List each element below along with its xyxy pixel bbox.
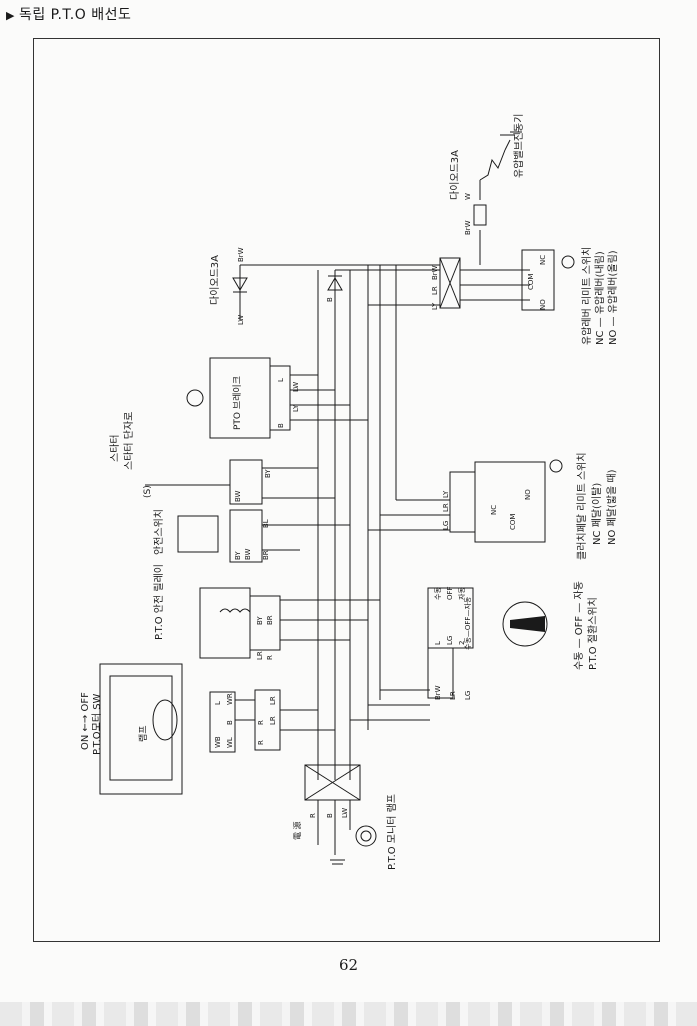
mode-pin-lr: LR xyxy=(449,691,457,700)
diode-left: 다이오드3A LW BrW xyxy=(209,247,248,325)
starter-terminal: 스타터 단자로 xyxy=(123,412,135,470)
triangle-marker-icon: ▶ xyxy=(6,9,15,22)
aux-pin-lr2: LR xyxy=(269,716,277,725)
starter-pin-by: BY xyxy=(264,469,272,478)
safety-pin-bl: BL xyxy=(262,519,270,528)
power-label: 電 源 xyxy=(293,821,302,840)
pto-brake: PTO 브레이크 L LW LY B xyxy=(186,357,300,439)
vibrator-title: 유압밸브진동기 xyxy=(512,114,525,178)
mode-subtitle: 수동 — OFF — 자동 xyxy=(573,581,585,670)
safety-switch-title: 안전스위치 xyxy=(152,509,165,555)
mode-pos-manual: 수동 xyxy=(434,587,442,600)
clutch-nc-note: NC 페달(이탈) xyxy=(590,483,603,545)
main-harness: LY LR BrW xyxy=(431,257,461,310)
mode-terminal-2: 2 xyxy=(458,641,466,645)
brake-pin-b: B xyxy=(277,423,285,428)
limit-nc-note: NC — 유압레버(내림) xyxy=(593,251,606,345)
clutch-contact-nc: NC xyxy=(490,505,498,515)
mode-legend: 수동—OFF—자동 xyxy=(463,596,472,650)
diode-right-w: W xyxy=(464,193,472,200)
harness-pin-lr: LR xyxy=(431,286,439,295)
diode-mid: B xyxy=(326,275,343,302)
starter-title: 스타터 xyxy=(109,434,121,462)
diode-left-brw: BrW xyxy=(237,247,245,262)
pto-mode-switch: 수동 OFF 자동 수동—OFF—자동 L LG 2 BrW LR LG 수동 … xyxy=(427,581,599,700)
safety-pin-br: BR xyxy=(262,550,270,560)
harness-pin-ly: LY xyxy=(431,302,439,310)
page-number: 62 xyxy=(338,956,359,974)
pto-relay: P.T.O 안전 릴레이 LR R BY BR xyxy=(152,564,281,660)
brake-pin-l: L xyxy=(277,378,285,382)
main-wire-r: R xyxy=(309,813,317,818)
pto-sw-pin-b: B xyxy=(226,720,234,725)
mode-pos-auto: 자동 xyxy=(457,587,466,600)
brake-pin-lw: LW xyxy=(292,382,300,392)
clutch-contact-no: NO xyxy=(524,489,532,500)
safety-switch: 안전스위치 BY BW BL BR xyxy=(152,509,270,563)
mode-terminal-l: L xyxy=(434,641,442,645)
mode-pin-brw: BrW xyxy=(434,685,442,700)
footer-scan-band xyxy=(0,1002,697,1026)
mode-terminal-lg: LG xyxy=(446,636,454,645)
clutch-pedal-switch: LG LR LY NC COM NO 클러치페달 리미트 스위치 NC 페달(이… xyxy=(442,452,618,560)
safety-pin-by: BY xyxy=(234,551,242,560)
page-header: ▶독립 P.T.O 배선도 xyxy=(6,4,131,24)
pto-sw-lamp: 램프 xyxy=(137,725,149,742)
diode-right-title: 다이오드3A xyxy=(449,150,461,200)
starter-s-label: (S) xyxy=(143,485,153,498)
brake-pin-ly: LY xyxy=(292,404,300,412)
pto-sw-pin-l: L xyxy=(214,701,222,705)
clutch-pin-ly: LY xyxy=(442,490,450,498)
aux-pin-r1: R xyxy=(257,720,265,725)
diode-right-brw: BrW xyxy=(464,220,472,235)
mode-title: P.T.O 절환스위치 xyxy=(586,597,599,670)
diode-left-title: 다이오드3A xyxy=(209,255,221,305)
safety-pin-bw: BW xyxy=(244,548,252,560)
diode-mid-wire: B xyxy=(326,297,334,302)
pto-sw-state: ON ←→ OFF xyxy=(80,692,91,750)
clutch-title: 클러치페달 리미트 스위치 xyxy=(575,452,588,560)
starter-pin-bw: BW xyxy=(234,490,242,502)
relay-pin-by: BY xyxy=(256,616,264,625)
hydraulic-limit-switch: NC COM NO 유압레버 리미트 스위치 NC — 유압레버(내림) NO … xyxy=(521,247,619,345)
relay-pin-br: BR xyxy=(266,615,274,625)
starter: 스타터 스타터 단자로 (S) BW BY xyxy=(109,412,272,505)
limit-pin-nc: NC xyxy=(539,255,547,265)
relay-title: P.T.O 안전 릴레이 xyxy=(152,564,165,640)
aux-pin-lr1: LR xyxy=(269,696,277,705)
limit-pin-com: COM xyxy=(527,274,535,290)
clutch-no-note: NO 페달(밟을 때) xyxy=(606,469,618,545)
pto-sw-pin-wl: WL xyxy=(226,737,234,748)
main-connector: R B LW 電 源 P.T.O 모니터 램프 xyxy=(293,764,398,870)
pto-monitor-switch: ON ←→ OFF P.T.O모터 SW 램프 WB WL L WR B xyxy=(80,663,236,795)
page-title: 독립 P.T.O 배선도 xyxy=(18,7,132,23)
aux-connector: R R LR LR xyxy=(254,689,281,751)
clutch-pin-lr: LR xyxy=(442,503,450,512)
brake-title: PTO 브레이크 xyxy=(232,376,243,430)
harness-pin-brw: BrW xyxy=(431,265,439,280)
aux-pin-r2: R xyxy=(257,740,265,745)
monitor-lamp-title: P.T.O 모니터 램프 xyxy=(386,794,398,870)
relay-pin-r: R xyxy=(266,655,274,660)
ground-symbols xyxy=(330,131,522,865)
clutch-pin-lg: LG xyxy=(442,521,450,530)
limit-title: 유압레버 리미트 스위치 xyxy=(580,247,593,345)
pto-sw-pin-wb: WB xyxy=(214,736,222,748)
mode-pos-off: OFF xyxy=(446,586,454,600)
main-wire-b: B xyxy=(326,813,334,818)
diode-left-lw: LW xyxy=(237,315,245,325)
relay-pin-lr: LR xyxy=(256,651,264,660)
diagram-frame xyxy=(33,38,660,942)
limit-pin-no: NO xyxy=(539,299,547,310)
clutch-contact-com: COM xyxy=(509,514,517,530)
limit-no-note: NO — 유압레버(올림) xyxy=(606,250,619,345)
diode-right: 다이오드3A BrW W xyxy=(449,150,487,235)
hydraulic-vibrator: 유압밸브진동기 xyxy=(500,114,525,178)
main-wire-lw: LW xyxy=(341,808,349,818)
pto-sw-pin-wr: WR xyxy=(226,693,234,705)
mode-pin-lg: LG xyxy=(464,691,472,700)
pto-sw-title: P.T.O모터 SW xyxy=(91,693,103,755)
